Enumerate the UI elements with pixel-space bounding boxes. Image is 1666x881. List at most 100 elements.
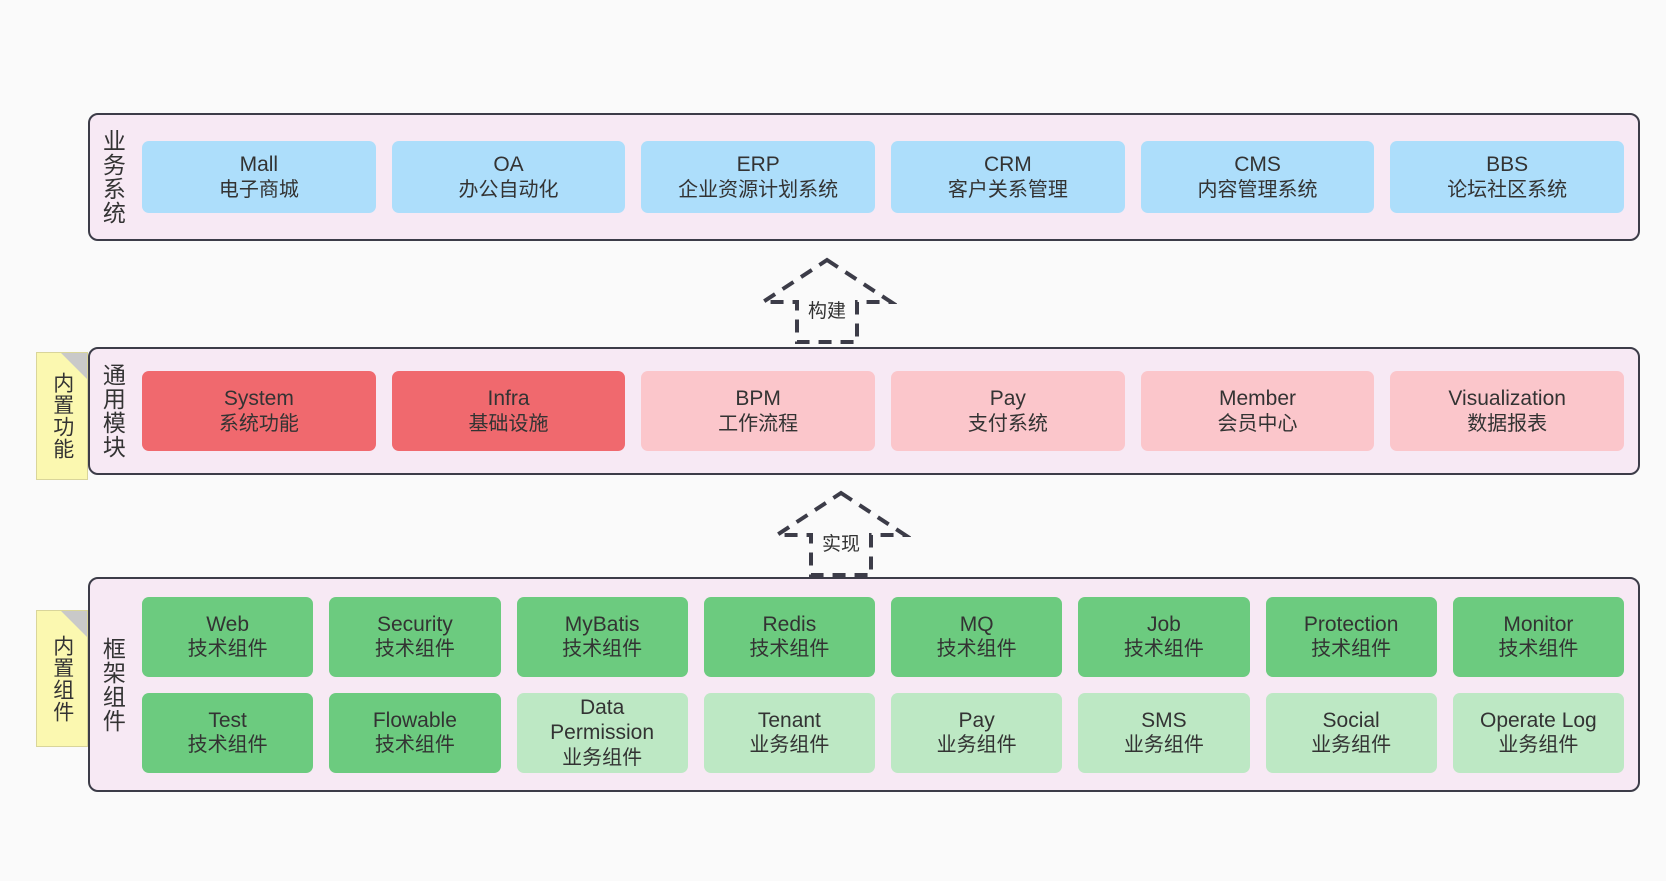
card-subtitle: 办公自动化 [458,178,559,201]
card-subtitle: 技术组件 [562,638,643,661]
card-subtitle: 技术组件 [1311,638,1392,661]
card-title: BPM [735,387,781,410]
card-title: SMS [1141,708,1187,732]
card-subtitle: 业务组件 [1311,734,1392,757]
card-erp[interactable]: ERP 企业资源计划系统 [641,141,876,213]
card-title: BBS [1486,153,1529,176]
card-subtitle: 技术组件 [936,638,1017,661]
card-subtitle: 技术组件 [374,734,455,757]
card-bpm[interactable]: BPM 工作流程 [641,371,876,451]
card-title: Member [1219,387,1297,410]
card-subtitle: 业务组件 [936,734,1017,757]
card-sms[interactable]: SMS 业务组件 [1078,692,1250,773]
card-redis[interactable]: Redis 技术组件 [703,596,875,677]
card-monitor[interactable]: Monitor 技术组件 [1452,596,1624,677]
card-flowable[interactable]: Flowable 技术组件 [329,692,501,773]
layer-body-business: Mall 电子商城 OA 办公自动化 ERP 企业资源计划系统 CRM 客户关系… [134,115,1638,239]
card-job[interactable]: Job 技术组件 [1078,596,1250,677]
card-infra[interactable]: Infra 基础设施 [391,371,626,451]
card-web[interactable]: Web 技术组件 [142,596,314,677]
card-title: Visualization [1448,387,1566,410]
layer-title-business: 业务系统 [99,129,126,225]
arrow-implement-shape [770,490,912,577]
arrow-implement: 实现 [770,489,912,577]
layer-title-framework: 框架组件 [99,636,126,733]
card-title: Tenant [757,708,821,732]
card-oa[interactable]: OA 办公自动化 [391,141,626,213]
card-protection[interactable]: Protection 技术组件 [1265,596,1437,677]
card-title: MQ [959,612,994,636]
card-mybatis[interactable]: MyBatis 技术组件 [516,596,688,677]
card-row: Web 技术组件 Security 技术组件 MyBatis 技术组件 Redi… [142,596,1624,677]
card-pay-component[interactable]: Pay 业务组件 [891,692,1063,773]
card-title: Redis [762,612,817,636]
card-cms[interactable]: CMS 内容管理系统 [1140,141,1375,213]
card-title: Security [376,612,453,636]
card-subtitle: 工作流程 [718,412,799,435]
card-title: Web [206,612,250,636]
card-row: System 系统功能 Infra 基础设施 BPM 工作流程 Pay 支付系统… [142,371,1625,451]
note-label: 内置组件 [50,634,74,723]
card-subtitle: 系统功能 [218,412,299,435]
card-title: Flowable [372,708,457,732]
card-bbs[interactable]: BBS 论坛社区系统 [1390,141,1625,213]
card-subtitle: 技术组件 [749,638,830,661]
card-security[interactable]: Security 技术组件 [329,596,501,677]
card-pay[interactable]: Pay 支付系统 [891,371,1125,451]
card-data-permission[interactable]: Data Permission 业务组件 [516,692,688,773]
layer-framework-components: 框架组件 Web 技术组件 Security 技术组件 MyBatis 技术组件… [88,577,1640,792]
card-subtitle: 客户关系管理 [947,178,1068,201]
card-title: Pay [958,708,995,732]
card-mall[interactable]: Mall 电子商城 [142,141,376,213]
card-title: ERP [736,153,780,176]
card-title: Protection [1303,612,1399,636]
card-subtitle: 业务组件 [749,734,830,757]
card-mq[interactable]: MQ 技术组件 [891,596,1063,677]
layer-body-framework: Web 技术组件 Security 技术组件 MyBatis 技术组件 Redi… [134,579,1638,790]
card-test[interactable]: Test 技术组件 [142,692,314,773]
card-subtitle: 内容管理系统 [1197,178,1318,201]
layer-body-common: System 系统功能 Infra 基础设施 BPM 工作流程 Pay 支付系统… [134,349,1638,473]
card-subtitle: 电子商城 [218,178,299,201]
layer-title-common: 通用模块 [99,363,126,459]
card-title: Operate Log [1479,708,1597,732]
card-subtitle: 论坛社区系统 [1447,178,1568,201]
card-subtitle: 支付系统 [967,412,1048,435]
card-title: Monitor [1503,612,1574,636]
card-member[interactable]: Member 会员中心 [1140,371,1375,451]
card-title: Data Permission [550,695,655,745]
card-subtitle: 技术组件 [187,638,268,661]
card-crm[interactable]: CRM 客户关系管理 [891,141,1125,213]
card-subtitle: 技术组件 [1498,638,1579,661]
note-builtin-features: 内置功能 [36,352,88,480]
layer-common-modules: 通用模块 System 系统功能 Infra 基础设施 BPM 工作流程 Pay… [88,347,1640,475]
card-row: Test 技术组件 Flowable 技术组件 Data Permission … [142,692,1624,773]
card-title: MyBatis [564,612,640,636]
card-subtitle: 业务组件 [1498,734,1579,757]
card-visualization[interactable]: Visualization 数据报表 [1390,371,1625,451]
card-title: OA [493,153,524,176]
card-subtitle: 数据报表 [1467,412,1548,435]
card-subtitle: 基础设施 [468,412,549,435]
card-social[interactable]: Social 业务组件 [1265,692,1437,773]
card-title: System [223,387,294,410]
card-subtitle: 技术组件 [187,734,268,757]
note-label: 内置功能 [50,372,74,460]
card-title: Test [208,708,247,732]
card-subtitle: 技术组件 [374,638,455,661]
card-subtitle: 业务组件 [562,746,643,769]
card-operate-log[interactable]: Operate Log 业务组件 [1452,692,1624,773]
card-subtitle: 会员中心 [1217,412,1298,435]
card-subtitle: 技术组件 [1123,638,1204,661]
card-title: CRM [983,153,1032,176]
card-title: Pay [989,387,1026,410]
card-row: Mall 电子商城 OA 办公自动化 ERP 企业资源计划系统 CRM 客户关系… [142,141,1625,213]
arrow-build-shape [756,257,898,344]
layer-business-systems: 业务系统 Mall 电子商城 OA 办公自动化 ERP 企业资源计划系统 CRM… [88,113,1640,241]
card-subtitle: 业务组件 [1123,734,1204,757]
card-title: Infra [487,387,530,410]
card-system[interactable]: System 系统功能 [142,371,376,451]
card-subtitle: 企业资源计划系统 [678,178,839,201]
card-tenant[interactable]: Tenant 业务组件 [703,692,875,773]
